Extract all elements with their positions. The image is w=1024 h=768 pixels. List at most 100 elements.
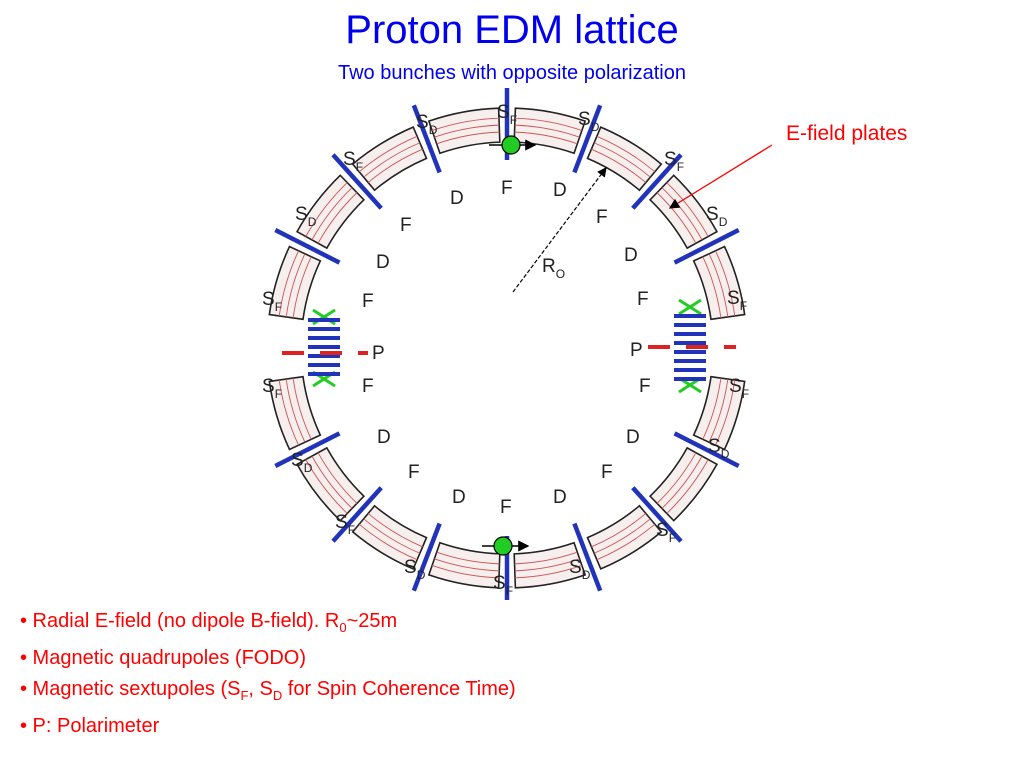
lattice-label: S <box>291 450 304 471</box>
svg-text:D: D <box>624 245 638 266</box>
lattice-label: S <box>295 204 308 225</box>
bunch-top <box>489 135 537 155</box>
arc-segment <box>296 174 366 250</box>
quadrupole-bar <box>572 522 603 592</box>
lattice-label: S <box>729 376 742 397</box>
lattice-label: F <box>639 376 651 397</box>
page-title: Proton EDM lattice <box>345 8 679 52</box>
quadrupole-bar <box>274 227 341 265</box>
svg-text:D: D <box>452 487 466 508</box>
arc-segment <box>513 541 587 589</box>
lattice-label: F <box>637 289 649 310</box>
element-labels: SF F SD D SF F SD D SF F P SF F D SD F S… <box>262 102 749 598</box>
lattice-label: S <box>262 289 275 310</box>
svg-text:SD: SD <box>706 204 728 229</box>
svg-text:D: D <box>377 427 391 448</box>
bullet-list: • Radial E-field (no dipole B-field). R0… <box>20 606 516 742</box>
lattice-label: F <box>601 462 613 483</box>
lattice-label: D <box>553 487 567 508</box>
arc-segment <box>648 446 718 522</box>
lattice-label: S <box>727 288 740 309</box>
lattice-diagram: RO SF F SD D SF F SD D SF F P SF F D SD … <box>262 88 773 600</box>
arc-segment <box>351 126 428 192</box>
lattice-label: F <box>400 215 412 236</box>
svg-text:SD: SD <box>416 112 438 137</box>
svg-text:F: F <box>408 462 420 483</box>
efield-plates-label: E-field plates <box>786 122 908 145</box>
svg-text:SF: SF <box>493 573 513 598</box>
svg-text:SF: SF <box>335 512 355 537</box>
lattice-label: D <box>624 245 638 266</box>
efield-arrow <box>668 144 773 209</box>
lattice-label: F <box>501 178 513 199</box>
lattice-label: F <box>408 462 420 483</box>
svg-text:SD: SD <box>295 204 317 229</box>
quadrupole-stack-left <box>308 318 340 376</box>
bullet-item: • Magnetic quadrupoles (FODO) <box>20 647 307 669</box>
lattice-label: S <box>343 149 356 170</box>
lattice-label: F <box>596 207 608 228</box>
radius-label: RO <box>542 256 565 281</box>
quadrupole-bar <box>331 486 383 543</box>
svg-text:SD: SD <box>291 450 313 475</box>
arc-segment <box>296 446 366 522</box>
arc-segment <box>351 504 428 570</box>
straight-section-left <box>282 308 368 388</box>
arc-segment <box>268 375 322 451</box>
quadrupole-bars <box>274 88 740 600</box>
bullet-item: • Magnetic sextupoles (SF, SD for Spin C… <box>20 678 516 703</box>
lattice-label: F <box>362 376 374 397</box>
svg-text:SF: SF <box>497 102 517 127</box>
arc-segment <box>586 504 663 570</box>
lattice-label: S <box>708 436 721 457</box>
page-subtitle: Two bunches with opposite polarization <box>338 62 686 84</box>
quadrupole-stack-right <box>674 314 706 381</box>
svg-text:F: F <box>596 207 608 228</box>
svg-text:D: D <box>626 427 640 448</box>
svg-text:F: F <box>500 497 512 518</box>
svg-text:F: F <box>637 289 649 310</box>
quadrupole-bar <box>274 431 341 469</box>
bunch-marker-bottom <box>493 536 513 556</box>
svg-text:SF: SF <box>262 376 282 401</box>
svg-text:SD: SD <box>578 109 600 134</box>
lattice-label: F <box>500 497 512 518</box>
quadrupole-bar <box>673 431 740 469</box>
quadrupole-bar <box>673 227 740 265</box>
arc-segment <box>648 174 718 250</box>
svg-text:SF: SF <box>729 376 749 401</box>
svg-text:F: F <box>400 215 412 236</box>
bunch-marker-top <box>501 135 521 155</box>
quadrupole-bar <box>411 104 442 174</box>
svg-text:SF: SF <box>664 149 684 174</box>
lattice-label: S <box>569 557 582 578</box>
lattice-label: D <box>553 180 567 201</box>
svg-text:D: D <box>553 180 567 201</box>
lattice-label: P <box>630 340 643 361</box>
lattice-label: S <box>404 557 417 578</box>
lattice-label: S <box>497 102 510 123</box>
sextupole-right-top <box>678 298 702 316</box>
quadrupole-bar <box>331 153 383 210</box>
arc-segment <box>427 541 501 589</box>
svg-text:F: F <box>362 376 374 397</box>
lattice-label: S <box>664 149 677 170</box>
arc-segment <box>586 126 663 192</box>
arc-segment <box>513 107 587 155</box>
lattice-label: P <box>372 343 385 364</box>
lattice-label: S <box>416 112 429 133</box>
lattice-label: S <box>656 520 669 541</box>
lattice-label: F <box>362 291 374 312</box>
svg-text:P: P <box>630 340 643 361</box>
arc-segment <box>692 375 746 451</box>
lattice-label: D <box>377 427 391 448</box>
svg-text:SD: SD <box>404 557 426 582</box>
lattice-label: S <box>493 573 506 594</box>
lattice-label: D <box>450 188 464 209</box>
svg-text:F: F <box>639 376 651 397</box>
svg-text:SF: SF <box>727 288 747 313</box>
svg-text:SF: SF <box>262 289 282 314</box>
svg-text:SF: SF <box>656 520 676 545</box>
lattice-label: S <box>262 376 275 397</box>
svg-text:D: D <box>553 487 567 508</box>
